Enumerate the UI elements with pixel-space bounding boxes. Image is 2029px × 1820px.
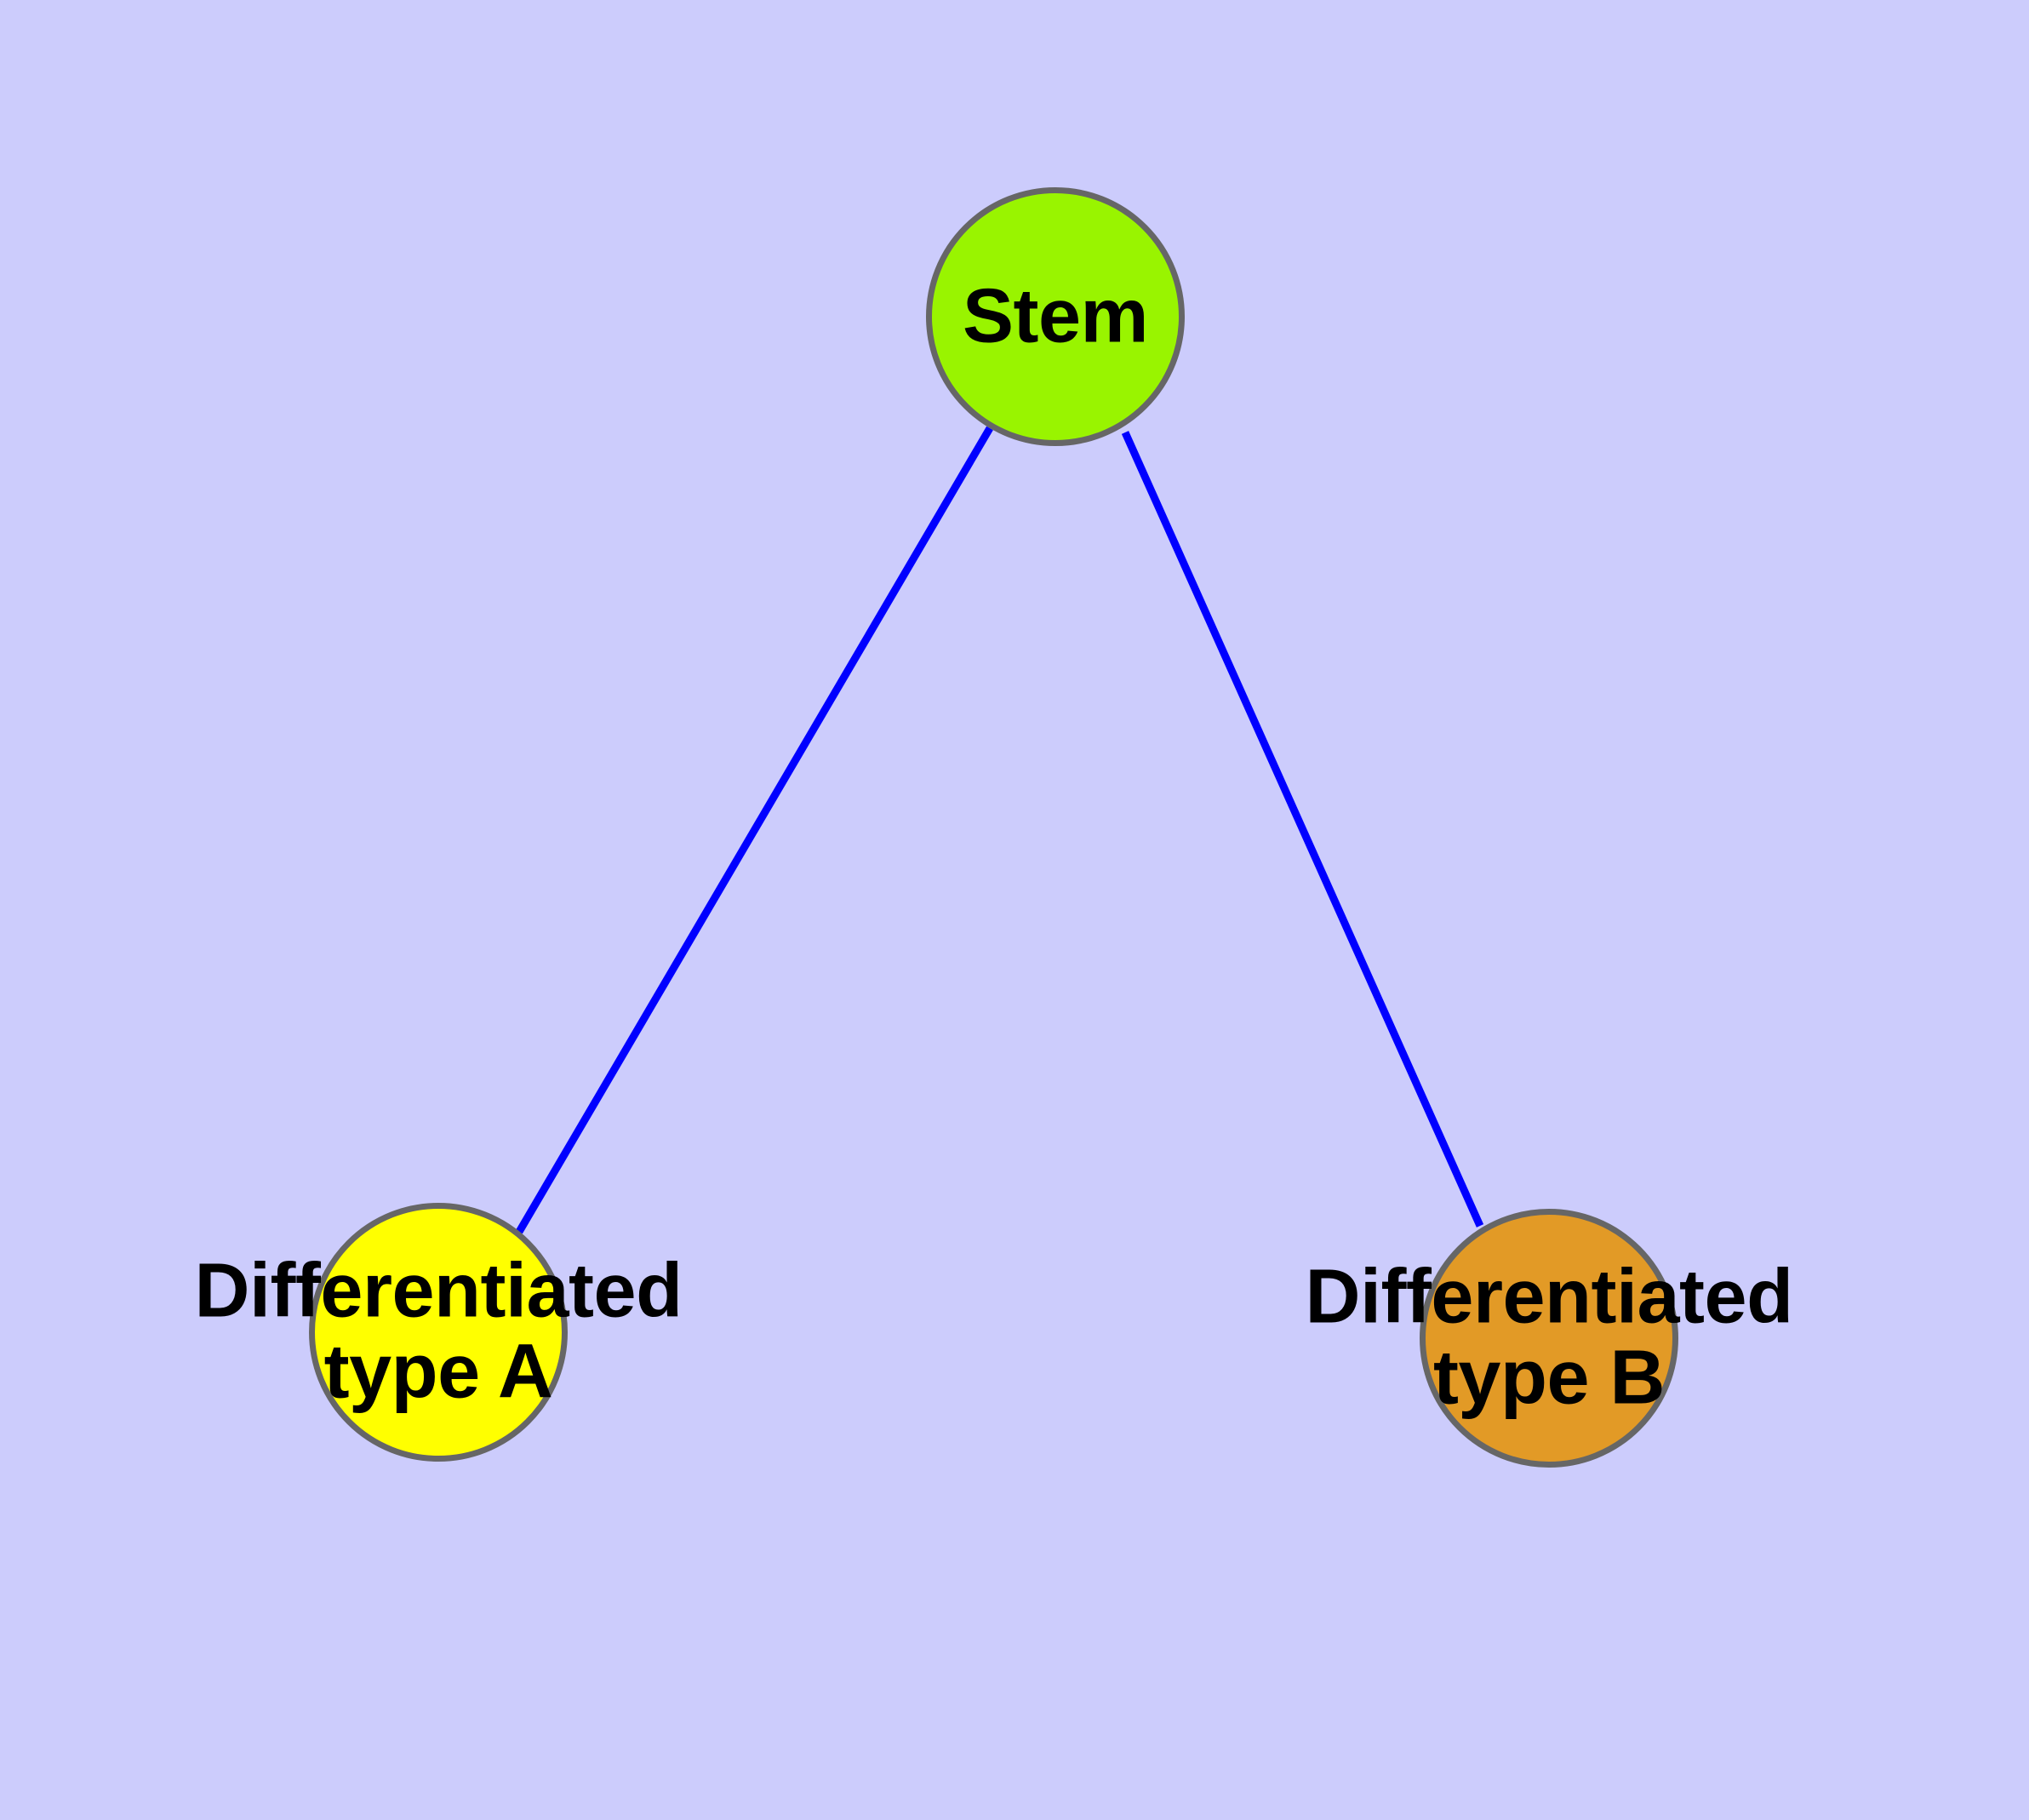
node-differentiated-type-a[interactable] xyxy=(309,1203,568,1462)
node-differentiated-type-b[interactable] xyxy=(1420,1209,1678,1468)
edge-stem-to-diff-a xyxy=(516,426,993,1234)
edge-stem-to-diff-b xyxy=(1121,431,1484,1228)
node-stem[interactable] xyxy=(926,187,1185,446)
